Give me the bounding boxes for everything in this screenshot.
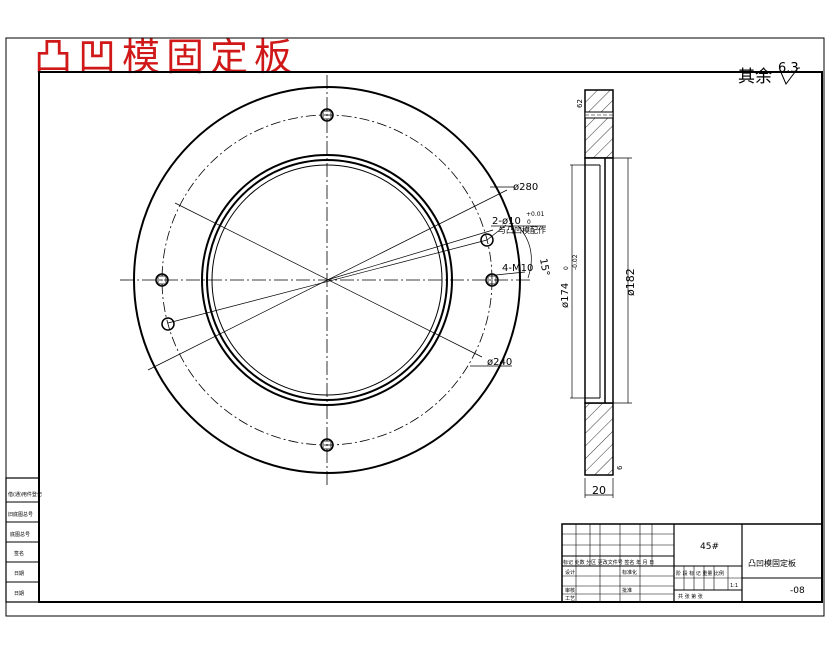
recess-circle — [201, 154, 453, 406]
title-block: 45# 凸凹模固定板 -08 标记 处数 分区 更改文件号 签名 年 月 日 设… — [561, 523, 823, 603]
roughness-value: 6.3 — [778, 61, 799, 76]
strip-label: 借(通)用件登记 — [8, 491, 42, 498]
m10-hole — [320, 108, 334, 122]
sheets: 共 张 第 张 — [678, 593, 703, 600]
stage-labels: 阶 段 标 记 重量 比例 — [676, 570, 724, 577]
dim-threaded-holes: 4-M10 — [502, 263, 533, 274]
strip-label: 日期 — [14, 571, 24, 577]
label-standardize: 标准化 — [622, 569, 637, 576]
dim-inner-bore-tol-lower: -0.02 — [572, 254, 579, 270]
strip-label: 日期 — [14, 591, 24, 597]
bore-circle — [206, 159, 448, 401]
dim-pin-tol-upper: +0.01 — [526, 211, 545, 218]
roughness-check-icon — [779, 67, 800, 85]
inner-frame-border — [38, 71, 823, 603]
dowel-pin-hole — [480, 233, 494, 247]
scale: 1:1 — [730, 583, 738, 589]
outer-sheet-border — [5, 37, 825, 617]
section-bore — [584, 157, 614, 404]
dim-bolt-circle: ø240 — [487, 357, 512, 368]
m10-hole — [155, 273, 169, 287]
m10-hole — [320, 438, 334, 452]
angle-arc — [517, 225, 532, 279]
dim-pin-holes: 2-ø10 — [492, 216, 521, 227]
pin-note: 与凸凹模配作 — [498, 225, 546, 235]
dim-inner-bore: ø174 — [560, 283, 571, 308]
drawing-number: -08 — [790, 586, 805, 596]
dim-small-top: 62 — [576, 99, 584, 108]
strip-label: 旧底图总号 — [8, 511, 33, 518]
section-hatch-bottom — [584, 402, 614, 476]
front-view: ø280 ø240 2-ø10 +0.01 0 与凸凹模配作 4-M10 15° — [120, 75, 551, 485]
hole-inner-circle — [211, 164, 443, 396]
m10-hole — [485, 273, 499, 287]
dim-thickness: 20 — [592, 484, 606, 497]
label-design: 设计 — [565, 569, 575, 576]
leader-line — [326, 229, 494, 281]
strip-label: 签名 — [14, 550, 24, 557]
part-name: 凸凹模固定板 — [748, 558, 796, 568]
leader-line — [174, 202, 483, 358]
section-hatch-top — [584, 89, 614, 159]
dim-outer-diameter: ø280 — [513, 182, 538, 193]
leader-line — [167, 239, 488, 324]
bolt-circle — [161, 114, 493, 446]
strip-label: 底图总号 — [10, 531, 30, 538]
dim-pin-tol-lower: 0 — [527, 219, 531, 226]
header-row: 标记 处数 分区 更改文件号 签名 年 月 日 — [563, 559, 654, 566]
dowel-pin-hole — [161, 317, 175, 331]
dim-small-bottom: 6 — [616, 465, 624, 470]
outer-circle — [133, 86, 521, 474]
material: 45# — [700, 542, 719, 552]
roughness-symbol: 其余 6.3 — [738, 61, 800, 87]
label-process: 工艺 — [565, 596, 575, 602]
dim-recess: ø182 — [624, 268, 637, 296]
label-review: 审核 — [565, 587, 575, 594]
roughness-prefix: 其余 — [738, 67, 772, 87]
angle-label: 15° — [537, 258, 551, 277]
section-view: ø174 -0.02 0 ø182 20 62 6 — [560, 89, 637, 498]
dim-inner-bore-tol-upper: 0 — [563, 266, 570, 270]
label-approve: 批准 — [622, 587, 632, 594]
left-revision-strip: 借(通)用件登记 旧底图总号 底图总号 签名 日期 日期 — [5, 477, 42, 603]
